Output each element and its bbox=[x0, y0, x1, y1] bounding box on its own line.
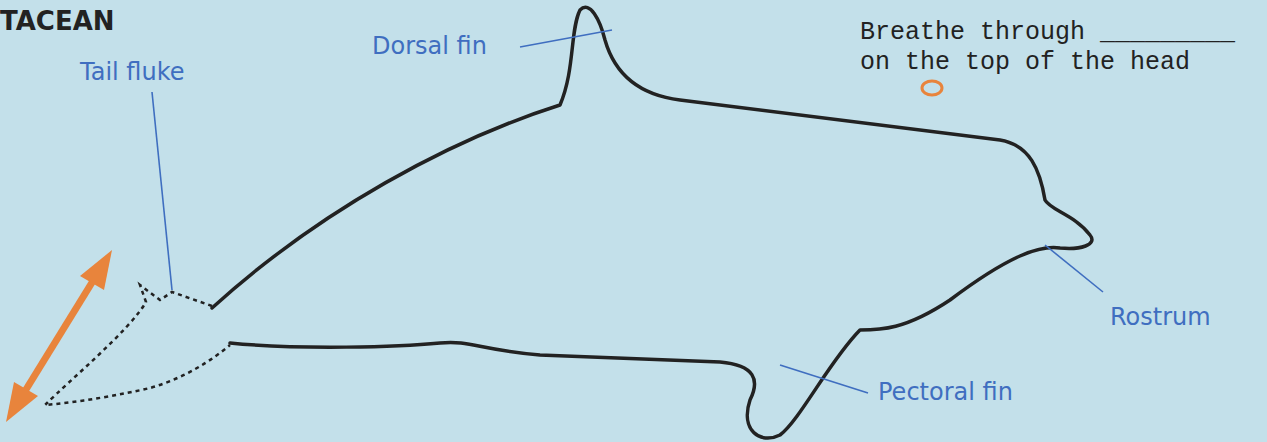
leader-line bbox=[1045, 245, 1103, 292]
tail-fluke-dashed bbox=[45, 285, 230, 405]
part-label: Pectoral fin bbox=[878, 378, 1013, 406]
arrow-shaft bbox=[22, 276, 96, 396]
leader-line bbox=[780, 365, 868, 393]
leader-line bbox=[520, 30, 612, 47]
arrow-head bbox=[6, 382, 38, 422]
part-label: Rostrum bbox=[1110, 303, 1211, 331]
arrow-head bbox=[80, 250, 112, 290]
leader-lines bbox=[152, 30, 1103, 393]
part-label: Dorsal fin bbox=[372, 32, 487, 60]
tail-motion-arrow bbox=[6, 250, 112, 422]
title: TACEAN bbox=[0, 6, 115, 36]
part-label: Tail fluke bbox=[80, 58, 185, 86]
blowhole bbox=[922, 81, 942, 95]
leader-line bbox=[152, 92, 172, 290]
note-text: Breathe through _________ on the top of … bbox=[860, 18, 1252, 78]
